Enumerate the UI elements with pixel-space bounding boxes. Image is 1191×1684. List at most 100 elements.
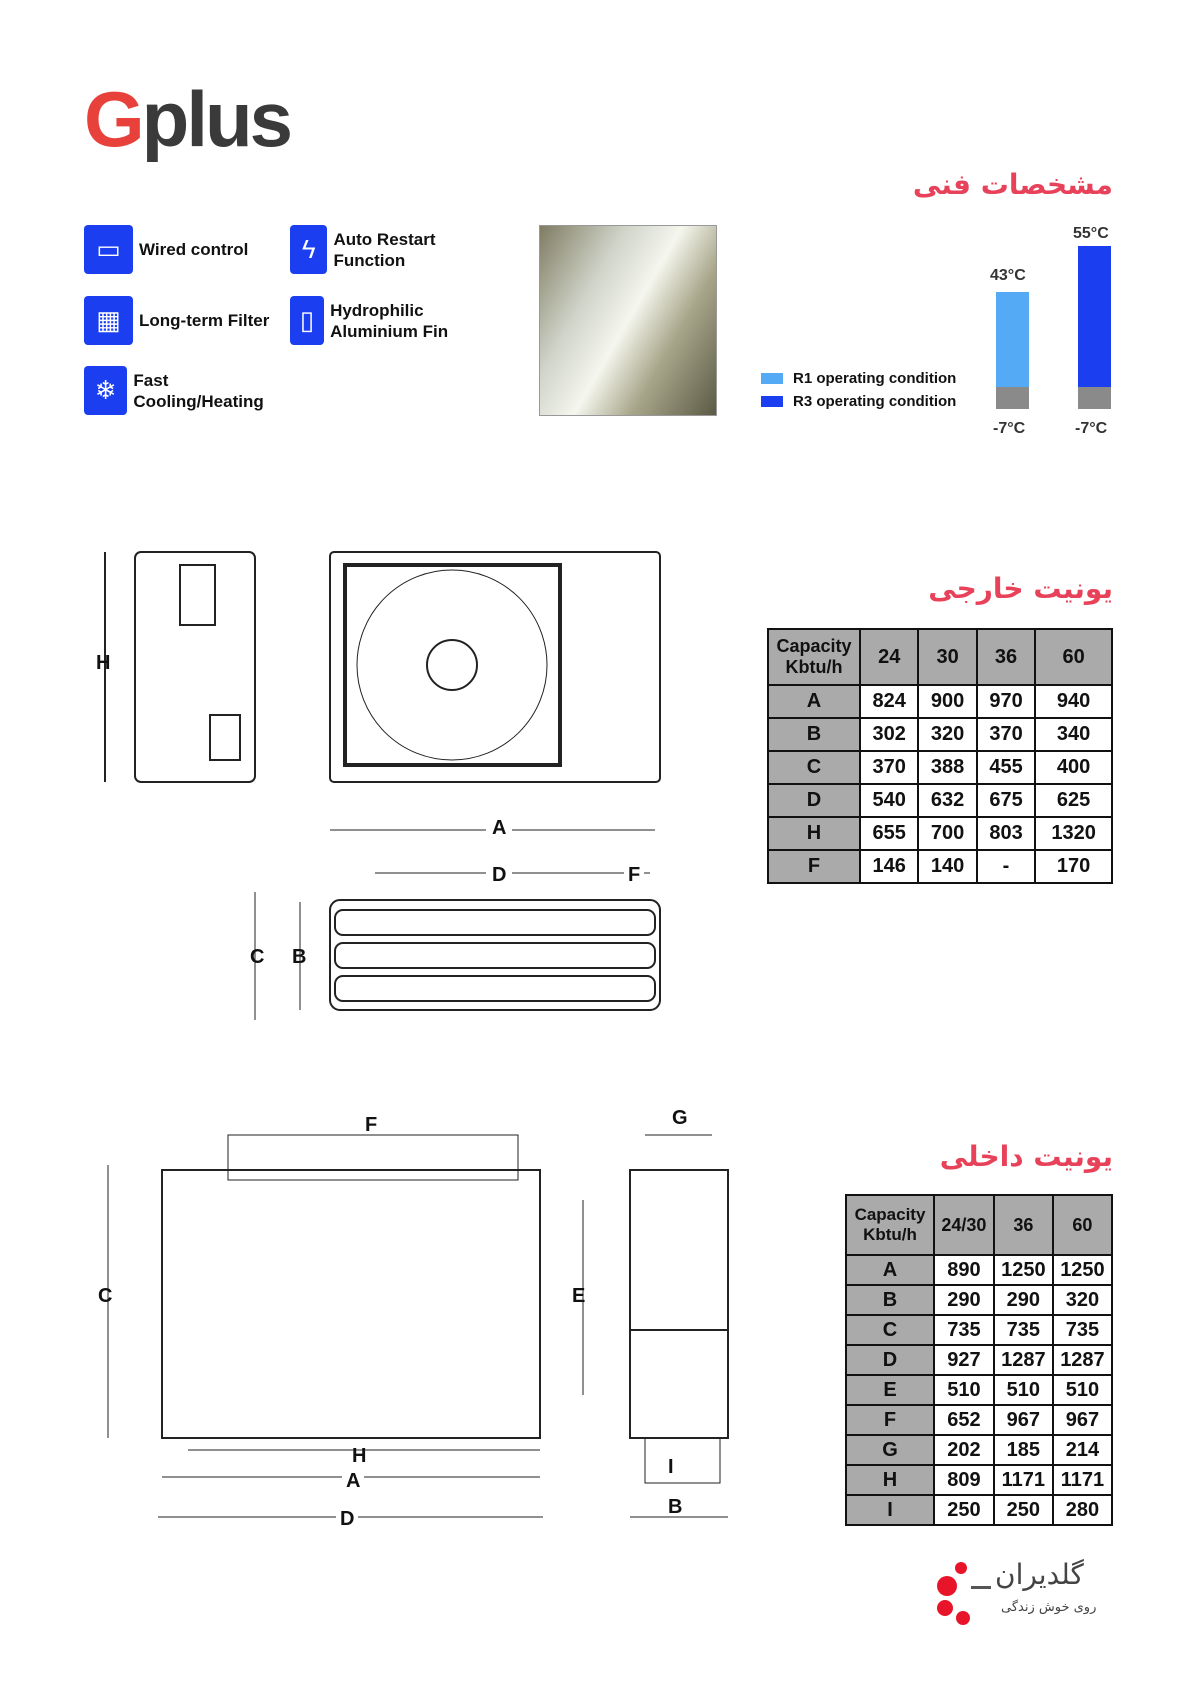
table-cell: 170 [1034,849,1113,884]
table-cell: 540 [858,783,920,818]
table-cell: 370 [858,750,920,785]
r3-min-label: -7°C [1075,420,1108,437]
row-label: D [767,783,861,818]
table-cell: 675 [975,783,1037,818]
dim-d: D [486,864,513,887]
filter-icon: ▦ [84,296,133,345]
table-cell: 735 [933,1314,995,1346]
feature-wired-control: ▭Wired control [84,225,248,274]
table-cell: 302 [858,717,920,752]
table-cell: 202 [933,1434,995,1466]
row-label: I [845,1494,935,1526]
table-cell: 185 [992,1434,1054,1466]
row-label: A [845,1254,935,1286]
spec-title: مشخصات فنی [912,168,1113,201]
table-cell: 1250 [1051,1254,1114,1286]
indoor-unit-drawing [107,1134,729,1518]
row-label: E [845,1374,935,1406]
indoor-dim-h: H [352,1445,367,1467]
indoor-dim-c: C [98,1285,113,1307]
table-cell: 824 [858,684,920,719]
table-cell: - [975,849,1037,884]
indoor-dim-i: I [668,1456,674,1478]
table-cell: 250 [933,1494,995,1526]
table-cell: 940 [1034,684,1113,719]
snowflake-sun-icon: ❄ [84,366,128,415]
table-cell: 967 [992,1404,1054,1436]
fin-icon: ▯ [290,296,325,345]
row-label: F [845,1404,935,1436]
table-cell: 290 [933,1284,995,1316]
table-cell: 900 [917,684,978,719]
feature-fin: ▯Hydrophilic Aluminium Fin [290,296,480,345]
table-cell: 927 [933,1344,995,1376]
table-cell: 890 [933,1254,995,1286]
table-cell: 735 [992,1314,1054,1346]
dim-c: C [250,946,265,968]
r3-bar-low [1078,387,1111,409]
indoor-dim-g: G [672,1107,688,1129]
wired-control-icon: ▭ [84,225,133,274]
row-label: H [845,1464,935,1496]
flower-icon [937,1562,991,1625]
indoor-dim-e: E [572,1285,586,1307]
table-cell: 1250 [992,1254,1054,1286]
row-label: C [767,750,861,785]
table-cell: 803 [975,816,1037,851]
table-cell: 1320 [1034,816,1113,851]
table-cell: 652 [933,1404,995,1436]
table-cell: 1287 [1051,1344,1114,1376]
feature-filter: ▦Long-term Filter [84,296,269,345]
row-label: H [767,816,861,851]
table-cell: 809 [933,1464,995,1496]
indoor-dim-b: B [668,1496,683,1518]
table-cell: 388 [917,750,978,785]
r1-bar [996,292,1029,387]
r1-min-label: -7°C [993,420,1026,437]
row-label: C [845,1314,935,1346]
dim-h: H [96,652,111,674]
table-cell: 290 [992,1284,1054,1316]
indoor-dim-f: F [365,1114,378,1136]
product-photo [539,225,717,416]
legend-r3: R3 operating condition [761,393,956,410]
table-cell: 320 [1051,1284,1114,1316]
row-label: A [767,684,861,719]
outdoor-unit-drawing [104,551,661,1020]
row-label: F [767,849,861,884]
row-label: B [845,1284,935,1316]
goldiran-logo: گلدیران روی خوش زندگی [931,1558,1116,1626]
feature-fast-cooling: ❄Fast Cooling/Heating [84,366,284,415]
table-cell: 700 [917,816,978,851]
auto-restart-icon: ϟ [290,225,328,274]
table-cell: 510 [933,1374,995,1406]
row-label: B [767,717,861,752]
indoor-dim-a: A [342,1470,365,1493]
table-cell: 970 [975,684,1037,719]
table-cell: 146 [858,849,920,884]
gplus-logo: Gplus [84,75,293,163]
table-cell: 1171 [1051,1464,1114,1496]
table-cell: 510 [1051,1374,1114,1406]
table-cell: 400 [1034,750,1113,785]
table-cell: 250 [992,1494,1054,1526]
outdoor-title: یونیت خارجی [928,572,1113,605]
row-label: D [845,1344,935,1376]
table-cell: 1171 [992,1464,1054,1496]
